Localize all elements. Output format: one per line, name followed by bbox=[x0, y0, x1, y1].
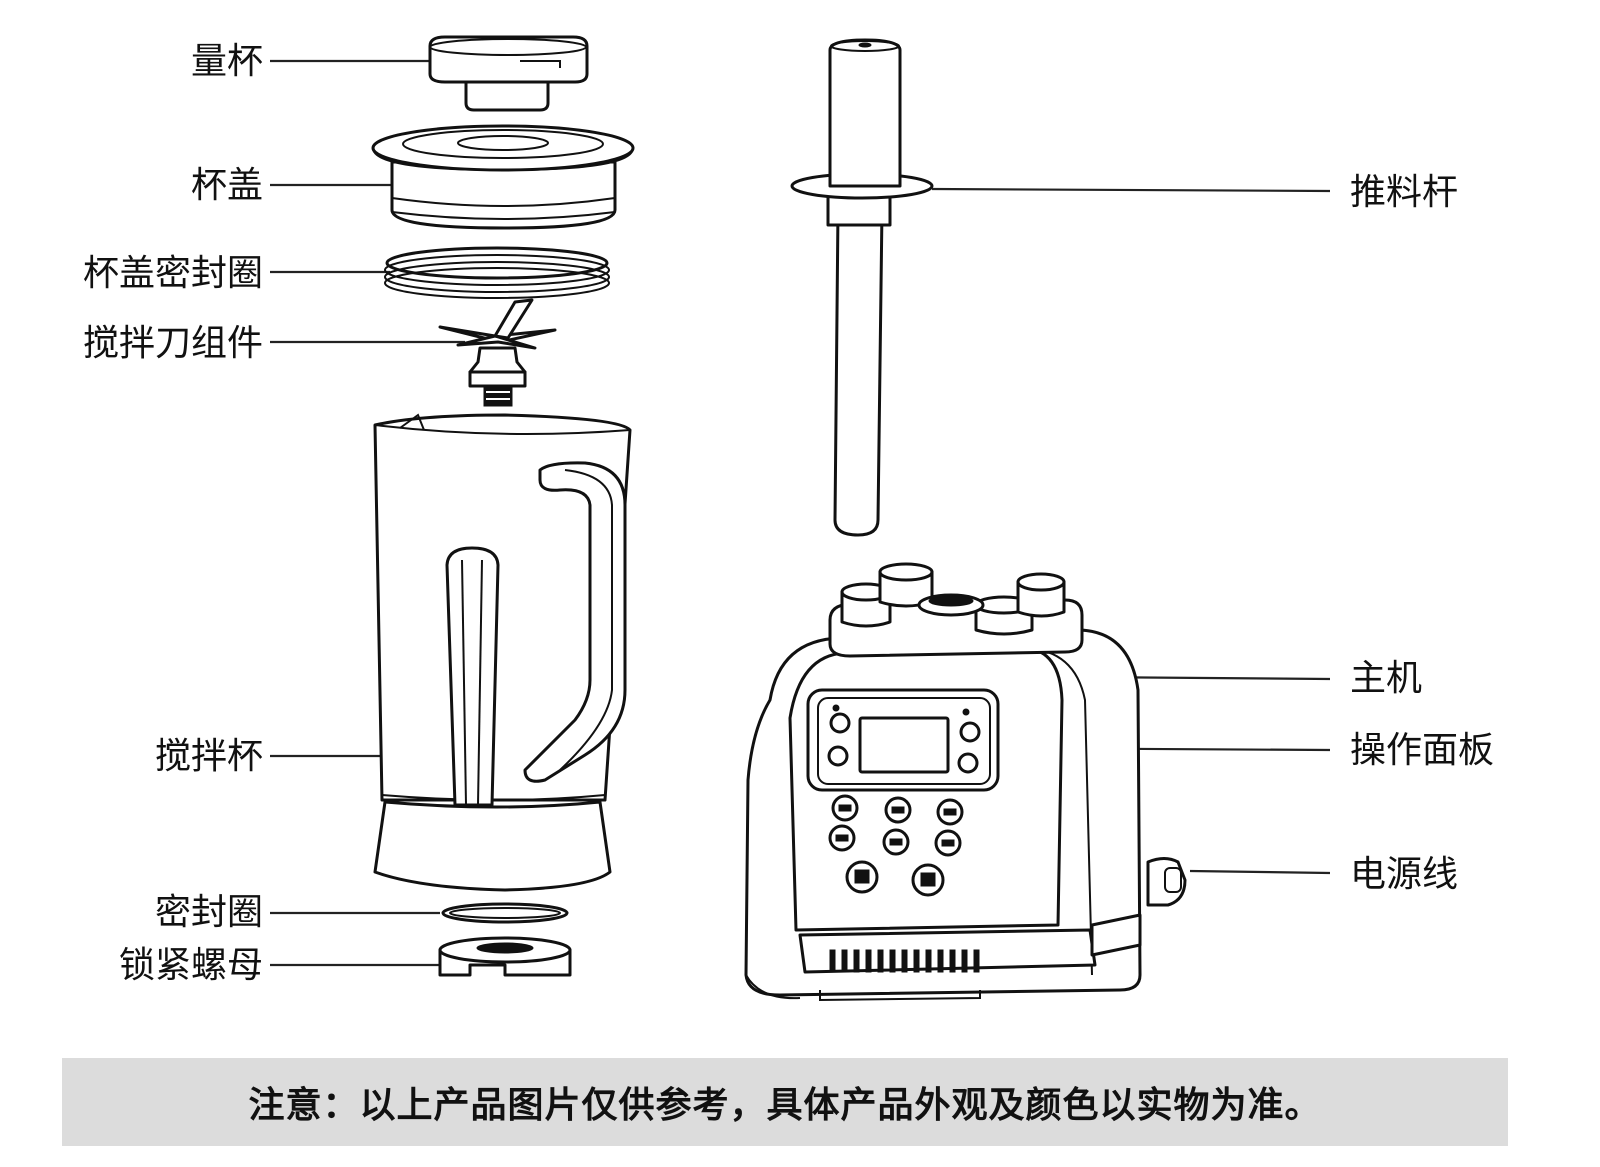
leader-power-cord bbox=[1189, 869, 1331, 875]
blade-assembly-illustration bbox=[438, 298, 557, 407]
label-lock-nut: 锁紧螺母 bbox=[119, 945, 263, 986]
label-base: 主机 bbox=[1350, 658, 1422, 699]
label-lid: 杯盖 bbox=[191, 165, 263, 206]
lock-nut-illustration bbox=[438, 936, 572, 977]
label-blade-assembly: 搅拌刀组件 bbox=[83, 323, 263, 364]
tamper-illustration bbox=[790, 38, 934, 537]
label-tamper: 推料杆 bbox=[1350, 172, 1458, 213]
lid-illustration bbox=[371, 124, 635, 230]
measuring-cup-illustration bbox=[428, 35, 589, 112]
label-jar: 搅拌杯 bbox=[155, 736, 263, 777]
vent-slots bbox=[829, 949, 980, 973]
label-measuring-cup: 量杯 bbox=[191, 41, 263, 82]
disclaimer-banner: 注意：以上产品图片仅供参考，具体产品外观及颜色以实物为准。 bbox=[62, 1058, 1508, 1146]
label-control-panel: 操作面板 bbox=[1350, 730, 1494, 771]
seal-ring-illustration bbox=[441, 902, 569, 924]
disclaimer-text: 注意：以上产品图片仅供参考，具体产品外观及颜色以实物为准。 bbox=[248, 1085, 1322, 1126]
lid-seal-illustration bbox=[384, 246, 610, 299]
label-lid-seal: 杯盖密封圈 bbox=[83, 253, 263, 294]
label-seal-ring: 密封圈 bbox=[155, 892, 263, 933]
leader-tamper bbox=[931, 187, 1331, 193]
label-power-cord: 电源线 bbox=[1350, 854, 1458, 895]
button-glyphs bbox=[835, 804, 957, 887]
jar-illustration bbox=[373, 413, 632, 892]
control-panel-illustration bbox=[806, 688, 1000, 897]
